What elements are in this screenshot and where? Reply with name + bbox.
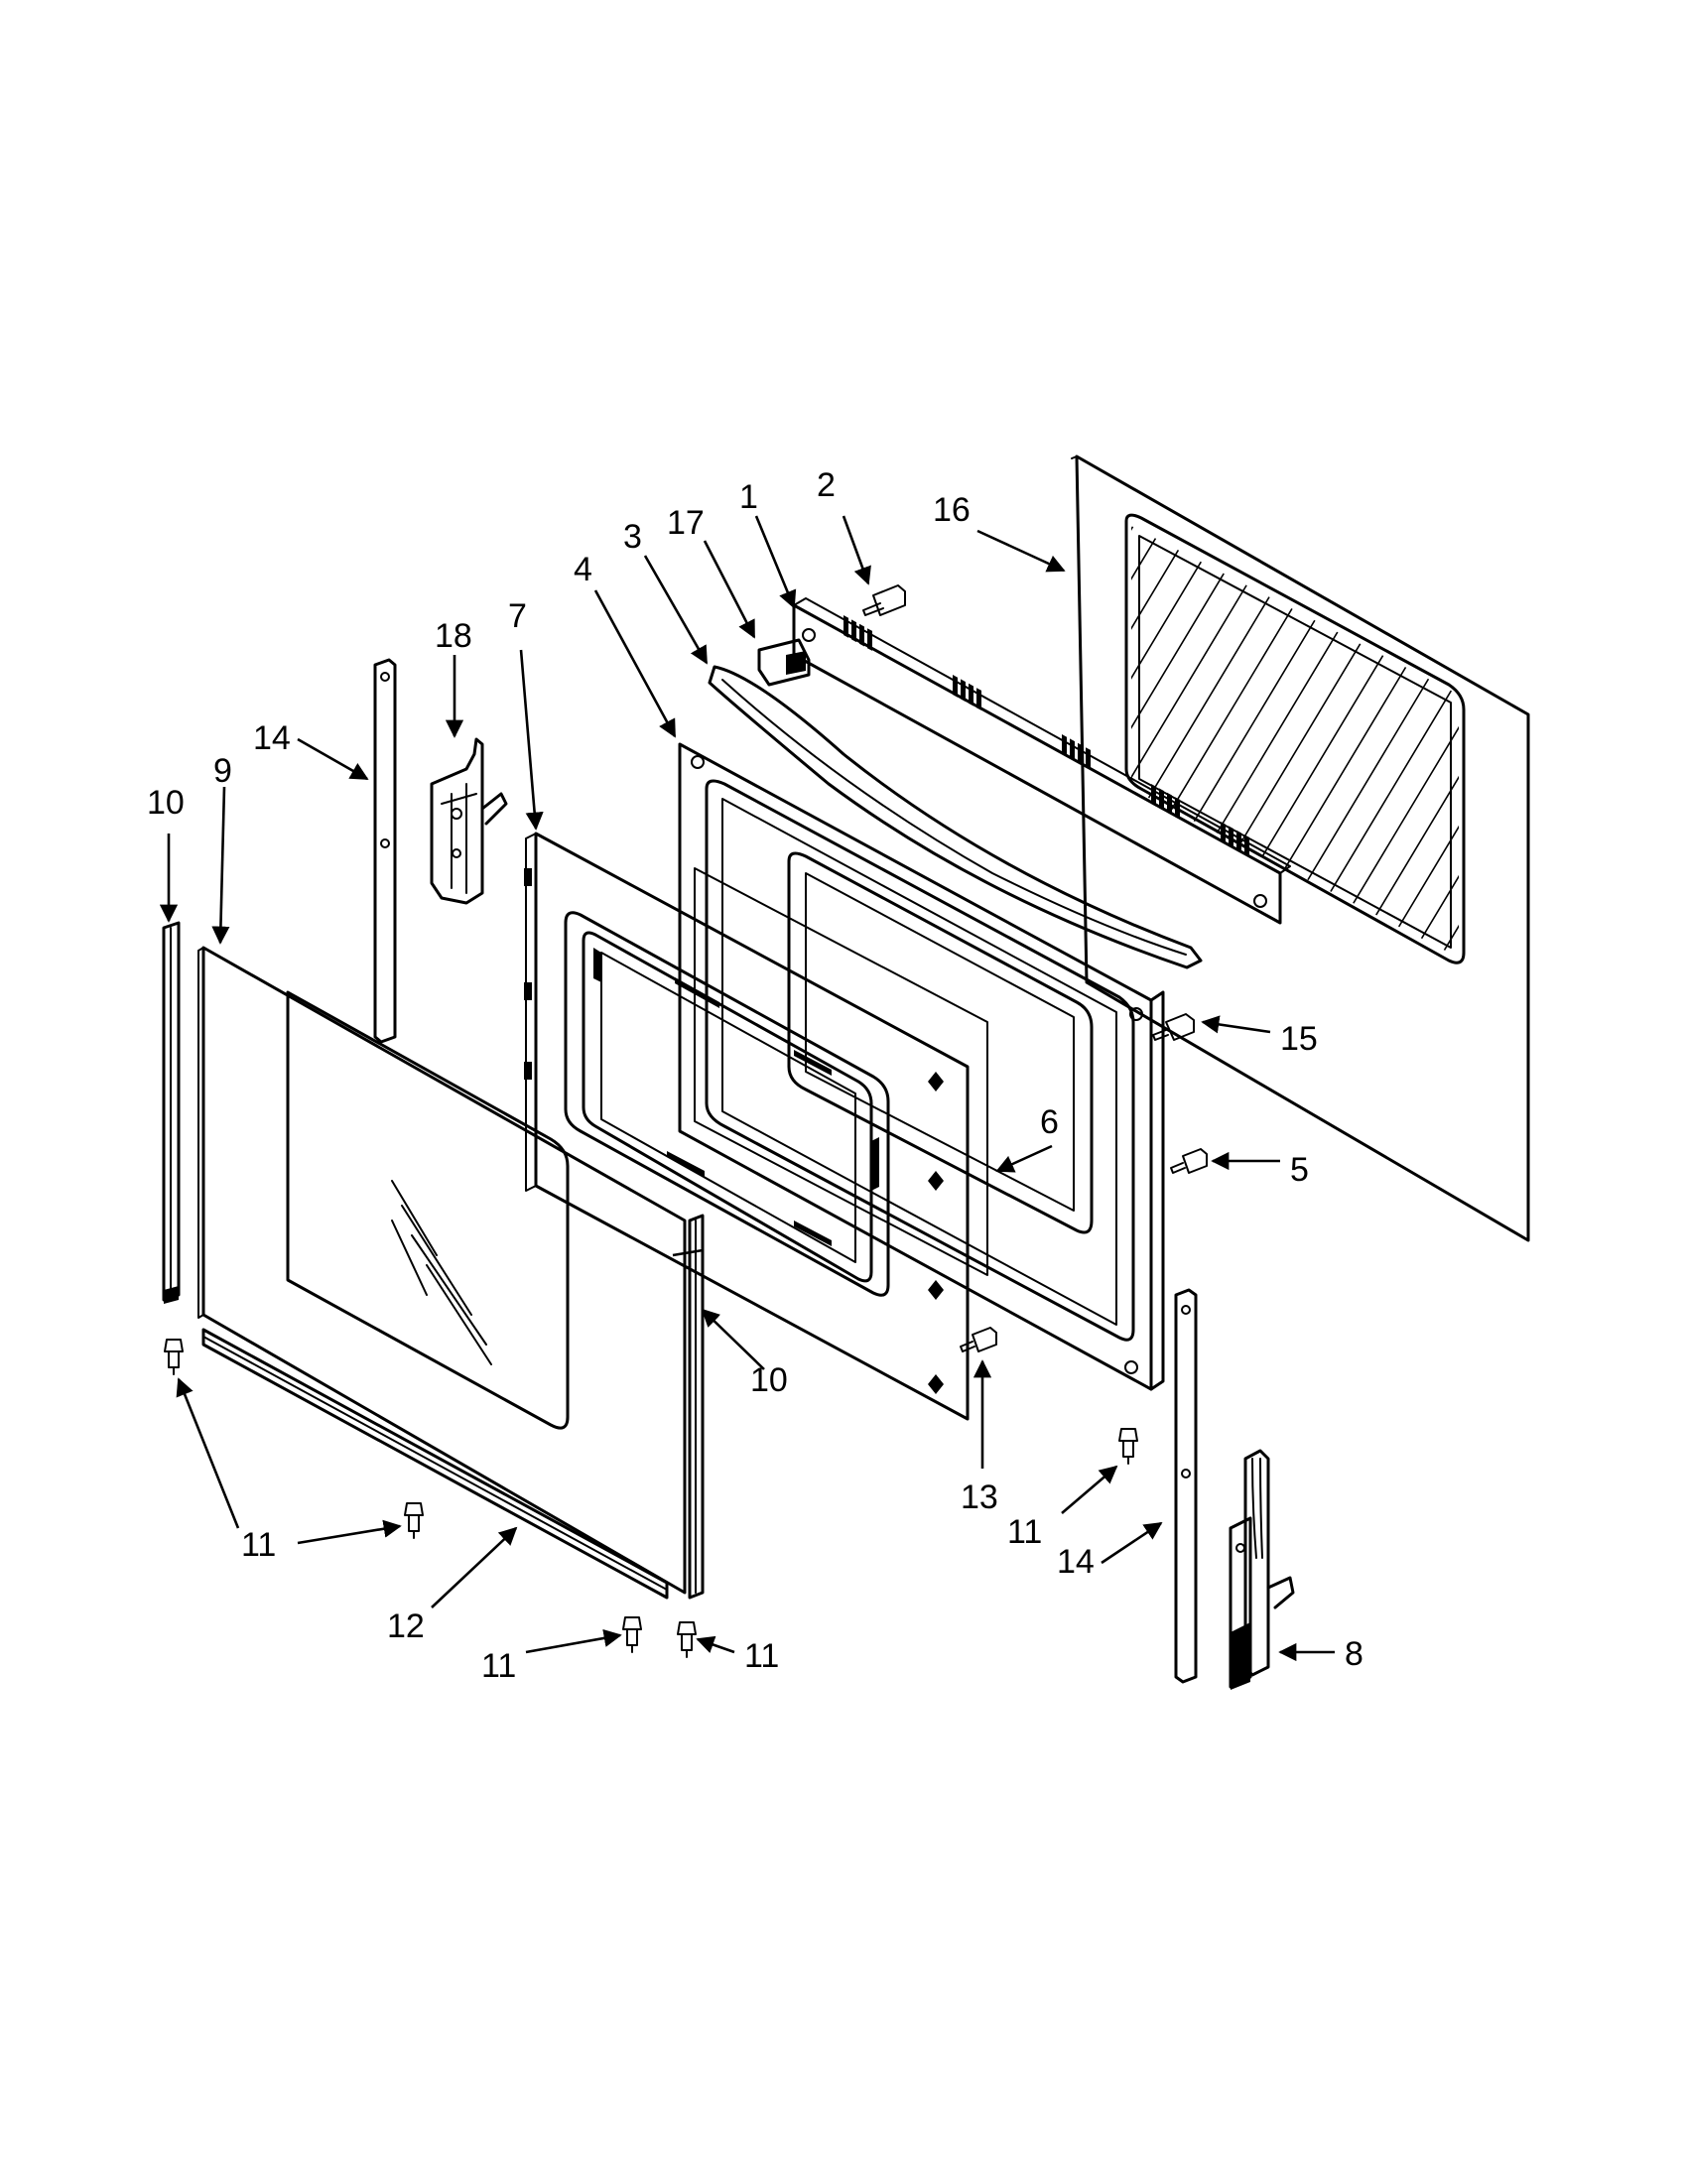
glass-hatch-line bbox=[1627, 496, 1687, 992]
vent-slot bbox=[1062, 734, 1067, 757]
side-trim-left bbox=[162, 921, 181, 1304]
glass-hatch-line bbox=[1359, 526, 1459, 958]
callout-3: 3 bbox=[623, 518, 642, 556]
callout-17: 17 bbox=[667, 504, 705, 542]
glass-hatch-line bbox=[1418, 526, 1459, 958]
callout-4: 4 bbox=[574, 551, 592, 588]
glass-hatch-line bbox=[1479, 496, 1687, 992]
glass-hatch-line bbox=[1448, 526, 1459, 958]
glass-hatch-line bbox=[1131, 526, 1331, 958]
screw-11-bottom-center bbox=[622, 1616, 642, 1653]
callout-8: 8 bbox=[1345, 1635, 1363, 1673]
vent-slot bbox=[1167, 792, 1172, 816]
hinge-receiver-right bbox=[1174, 1288, 1198, 1684]
glass-hatch-line bbox=[1657, 496, 1687, 992]
callout-12: 12 bbox=[387, 1607, 425, 1645]
screw-5 bbox=[1170, 1148, 1208, 1174]
window-pack-frame bbox=[524, 832, 970, 1421]
glass-hatch-line bbox=[1131, 526, 1212, 958]
glass-hatch-line bbox=[1329, 526, 1459, 958]
screw-11-center-left bbox=[404, 1502, 424, 1539]
callout-1: 1 bbox=[739, 478, 758, 516]
glass-hatch-line bbox=[1388, 526, 1459, 958]
vent-slot bbox=[1086, 747, 1091, 770]
glass-hatch-line bbox=[1598, 496, 1687, 992]
vent-slot bbox=[851, 619, 856, 643]
outer-door-glass bbox=[197, 946, 687, 1595]
callout-14-left: 14 bbox=[253, 719, 291, 757]
glass-hatch-line bbox=[1131, 526, 1182, 958]
callout-13: 13 bbox=[961, 1478, 998, 1516]
door-hinge-lower bbox=[1229, 1449, 1295, 1690]
vent-slot bbox=[1078, 742, 1083, 766]
vent-slot bbox=[961, 679, 966, 703]
vent-slot bbox=[867, 628, 872, 651]
vent-slot bbox=[844, 615, 848, 638]
leader-lines bbox=[159, 515, 1335, 1662]
glass-hatch-line bbox=[1131, 526, 1361, 958]
screw-11-left bbox=[164, 1339, 184, 1375]
vent-slot bbox=[1070, 738, 1075, 762]
glass-hatch-line bbox=[1269, 526, 1459, 958]
callout-18: 18 bbox=[435, 617, 472, 655]
handle-mount-bracket bbox=[757, 638, 811, 687]
callout-11-bottom-right: 11 bbox=[744, 1637, 779, 1675]
callout-10-left: 10 bbox=[147, 784, 185, 822]
glass-hatch-line bbox=[1239, 526, 1459, 958]
glass-hatch-line bbox=[1538, 496, 1687, 992]
screw-15 bbox=[1152, 1013, 1195, 1041]
side-trim-middle bbox=[688, 1214, 705, 1600]
door-frame-gasket bbox=[678, 742, 1165, 1391]
door-hinge-upper bbox=[430, 737, 508, 905]
callout-16: 16 bbox=[933, 491, 971, 529]
glass-hatch-line bbox=[1568, 496, 1687, 992]
callout-labels: 1 2 3 4 5 6 7 8 9 10 10 11 11 11 11 11 1… bbox=[147, 466, 1363, 1685]
glass-hatch-line bbox=[1131, 526, 1241, 958]
door-handle bbox=[708, 665, 1203, 969]
callout-14-right: 14 bbox=[1057, 1543, 1095, 1581]
vent-slot bbox=[976, 688, 981, 710]
callout-7: 7 bbox=[508, 597, 527, 635]
callout-2: 2 bbox=[817, 466, 836, 504]
callout-5: 5 bbox=[1290, 1151, 1309, 1189]
vent-slot bbox=[1236, 830, 1241, 853]
callout-11-left: 11 bbox=[241, 1526, 276, 1564]
vent-slot bbox=[1151, 784, 1156, 807]
vent-slot bbox=[1159, 788, 1164, 812]
callout-15: 15 bbox=[1280, 1020, 1318, 1058]
glass-hatch-line bbox=[1131, 526, 1271, 958]
callout-9: 9 bbox=[213, 752, 232, 790]
vent-slot bbox=[1221, 822, 1226, 844]
screw-13 bbox=[960, 1327, 997, 1352]
vent-slot bbox=[1175, 797, 1180, 820]
vent-slot bbox=[953, 675, 958, 698]
callout-10-middle: 10 bbox=[750, 1361, 788, 1399]
glass-hatch-line bbox=[1299, 526, 1459, 958]
bottom-trim bbox=[201, 1328, 669, 1600]
vent-slot bbox=[1244, 835, 1249, 857]
screw-11-bottom-right bbox=[677, 1621, 697, 1658]
glass-hatch-line bbox=[1508, 496, 1687, 992]
screw-11-right bbox=[1118, 1428, 1138, 1465]
hinge-receiver-left bbox=[373, 658, 397, 1044]
inner-glass-pane bbox=[694, 867, 988, 1276]
vent-trim bbox=[792, 597, 1291, 925]
vent-slot bbox=[1229, 826, 1233, 849]
callout-11-center-left: 11 bbox=[481, 1647, 516, 1685]
vent-slot bbox=[859, 623, 864, 647]
callout-11-right: 11 bbox=[1007, 1513, 1042, 1551]
callout-6: 6 bbox=[1040, 1103, 1059, 1141]
screw-2 bbox=[862, 584, 906, 616]
vent-slot bbox=[969, 683, 973, 707]
